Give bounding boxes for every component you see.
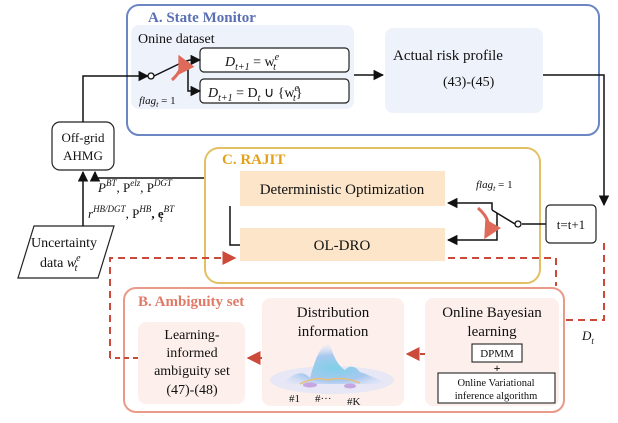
ovi-line2: inference algorithm (455, 391, 538, 402)
cluster-middle-label: #··· (315, 393, 332, 405)
switch-pivot (147, 72, 155, 80)
cluster-k-label: #K (347, 396, 361, 408)
ovi-box (437, 372, 556, 404)
rajit-switch-pivot (514, 220, 522, 228)
switch-to-detopt-arrow (446, 197, 493, 210)
oldro-to-ambiguity-dashed (448, 257, 557, 286)
ambiguity-panel: B. Ambiguity set Learning- informed ambi… (110, 287, 565, 413)
cluster-1-label: #1 (289, 393, 300, 405)
oldro-output-line (229, 206, 240, 246)
state-monitor-panel: A. State Monitor Onine dataset Dt+1 = we… (122, 4, 610, 207)
offgrid-to-switch-line (82, 75, 122, 122)
uncertainty-line1: Uncertainty (31, 236, 97, 251)
offgrid-ahmg: Off-grid AHMG (51, 75, 122, 171)
switch-action-arrow (170, 54, 195, 82)
dpmm-label: DPMM (480, 348, 514, 360)
deterministic-optimization-box (240, 171, 445, 206)
rajit-switch-blade (491, 209, 516, 225)
rajit-panel: C. RAJIT Deterministic Optimization OL-D… (204, 147, 546, 284)
risk-profile-box (385, 28, 543, 113)
risk-profile-label: Actual risk profile (393, 48, 503, 64)
ambiguity-set-line2: informed (166, 346, 217, 361)
state-flag-label: flagt = 1 (139, 95, 176, 109)
dt-feedback-line (543, 243, 605, 327)
params-row1: PBT, Pelz, PDGT (97, 178, 173, 195)
state-monitor-title: A. State Monitor (148, 10, 256, 26)
rajit-title: C. RAJIT (222, 152, 285, 168)
time-update-label: t=t+1 (557, 217, 585, 232)
ambiguity-title: B. Ambiguity set (138, 294, 244, 310)
rajit-flag-label: flagt = 1 (476, 179, 513, 193)
distribution-line2: information (298, 324, 369, 340)
ambiguity-set-line1: Learning- (164, 328, 220, 343)
ambiguity-to-oldro-dashed (109, 251, 237, 358)
online-dataset-label: Onine dataset (138, 32, 215, 47)
risk-to-update-line (543, 74, 610, 207)
offgrid-line2: AHMG (63, 148, 103, 163)
bayes-line2: learning (467, 324, 517, 340)
time-update-box: t=t+1 (545, 204, 597, 244)
offgrid-line1: Off-grid (61, 130, 105, 145)
ovi-line1: Online Variational (457, 378, 534, 389)
switch-blade (153, 61, 184, 77)
dpmm-box (471, 343, 523, 363)
distribution-line1: Distribution (297, 305, 370, 321)
ambiguity-set-line3: ambiguity set (154, 364, 230, 379)
plus-label: + (494, 361, 501, 375)
oldro-label: OL-DRO (314, 238, 371, 254)
distribution-plot (270, 344, 394, 394)
ambiguity-set-line4: (47)-(48) (166, 383, 218, 398)
bayes-line1: Online Bayesian (442, 305, 542, 321)
oldro-box (240, 228, 445, 261)
risk-profile-eq: (43)-(45) (443, 75, 495, 90)
rajit-switch-action-arrow (476, 206, 501, 240)
deterministic-optimization-label: Deterministic Optimization (260, 182, 425, 198)
dt-label: Dt (581, 328, 594, 346)
ambiguity-set-box (138, 322, 245, 404)
